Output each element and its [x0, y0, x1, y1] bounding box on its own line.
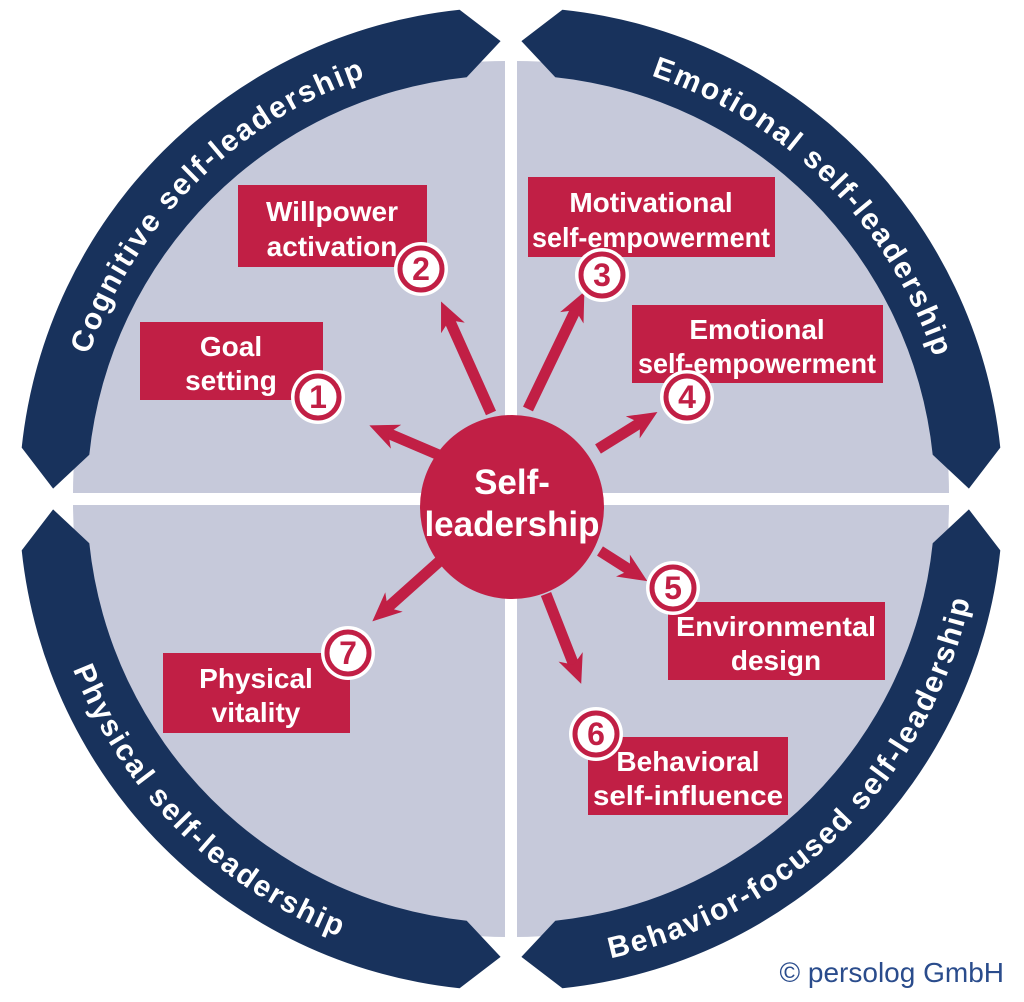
badge-7-circle — [324, 629, 372, 677]
item-6-line1: Behavioral — [616, 746, 759, 777]
item-3-line2: self-empowerment — [532, 222, 770, 253]
item-motivational-self-empowerment: Motivational self-empowerment — [528, 177, 775, 257]
item-box-3 — [528, 177, 775, 257]
item-goal-setting: Goal setting — [140, 322, 323, 400]
badge-3-number: 3 — [593, 257, 611, 293]
copyright-text: © persolog GmbH — [780, 957, 1005, 988]
arrow-to-item-6 — [540, 591, 583, 684]
quadrant-emotional-bg — [517, 61, 949, 493]
item-box-6 — [588, 737, 788, 815]
badge-2-circle — [397, 245, 445, 293]
item-box-5 — [668, 602, 885, 680]
item-4-line1: Emotional — [689, 314, 824, 345]
item-3-line1: Motivational — [569, 187, 732, 218]
item-box-7 — [163, 653, 350, 733]
arc-band-emotional — [521, 9, 1001, 489]
item-1-line1: Goal — [200, 331, 262, 362]
arrow-to-item-7 — [372, 554, 446, 622]
arc-band-cognitive — [21, 9, 501, 489]
item-7-line1: Physical — [199, 663, 313, 694]
badge-1-number: 1 — [309, 379, 327, 415]
item-box-2 — [238, 185, 427, 267]
arrow-to-item-2 — [441, 301, 497, 416]
badge-6-circle — [572, 710, 620, 758]
item-2-line2: activation — [267, 231, 398, 262]
item-environmental-design: Environmental design — [668, 602, 885, 680]
badge-3-circle — [578, 251, 626, 299]
item-behavioral-self-influence: Behavioral self-influence — [588, 737, 788, 815]
badge-4-number: 4 — [678, 379, 696, 415]
item-6-line2: self-influence — [593, 780, 783, 811]
item-1-line2: setting — [185, 365, 277, 396]
arrow-to-item-3 — [523, 291, 585, 412]
badge-1-circle — [294, 373, 342, 421]
badge-2-number: 2 — [412, 251, 430, 287]
item-7-line2: vitality — [212, 697, 301, 728]
item-box-4 — [632, 305, 883, 383]
arc-band-physical — [21, 509, 501, 989]
item-2-line1: Willpower — [266, 196, 398, 227]
item-badge-1: 1 — [291, 370, 345, 424]
center-label-line2: leadership — [424, 505, 599, 544]
item-5-line2: design — [731, 645, 821, 676]
item-badge-2: 2 — [394, 242, 448, 296]
arrow-to-item-4 — [595, 412, 658, 454]
arrow-to-item-5 — [597, 546, 648, 582]
badge-5-circle — [649, 564, 697, 612]
center-circle — [420, 415, 604, 599]
item-badge-4: 4 — [660, 370, 714, 424]
badge-6-number: 6 — [587, 716, 605, 752]
badge-7-number: 7 — [339, 635, 357, 671]
item-box-1 — [140, 322, 323, 400]
center-label-line1: Self- — [474, 463, 550, 502]
item-physical-vitality: Physical vitality — [163, 653, 350, 733]
item-willpower-activation: Willpower activation — [238, 185, 427, 267]
item-emotional-self-empowerment: Emotional self-empowerment — [632, 305, 883, 383]
item-badge-5: 5 — [646, 561, 700, 615]
item-badge-7: 7 — [321, 626, 375, 680]
item-badge-6: 6 — [569, 707, 623, 761]
badge-5-number: 5 — [664, 570, 682, 606]
badge-4-circle — [663, 373, 711, 421]
item-5-line1: Environmental — [676, 611, 876, 642]
arc-band-behavior — [521, 509, 1001, 989]
item-badge-3: 3 — [575, 248, 629, 302]
